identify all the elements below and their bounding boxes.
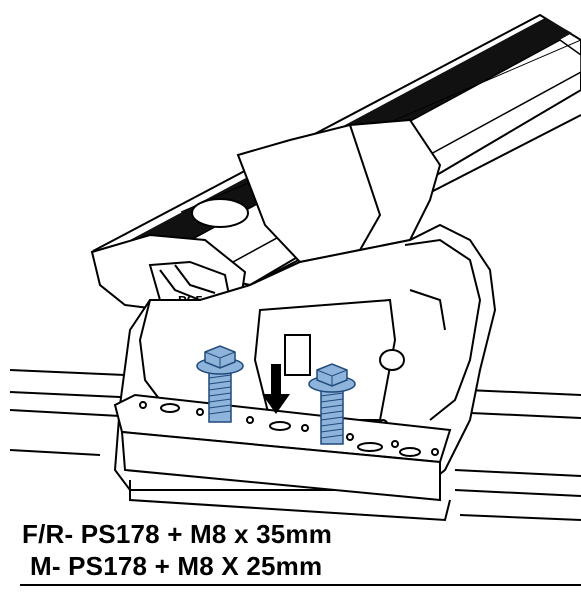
down-arrow-icon [262, 364, 290, 414]
bolt-left [196, 345, 244, 423]
caption-underline [20, 584, 581, 586]
bar-collar [191, 118, 442, 264]
caption-front-rear: F/R- PS178 + M8 x 35mm [22, 519, 333, 549]
caption-middle: M- PS178 + M8 X 25mm [30, 551, 323, 581]
bolt-right [308, 363, 356, 445]
base-plate [113, 393, 452, 522]
